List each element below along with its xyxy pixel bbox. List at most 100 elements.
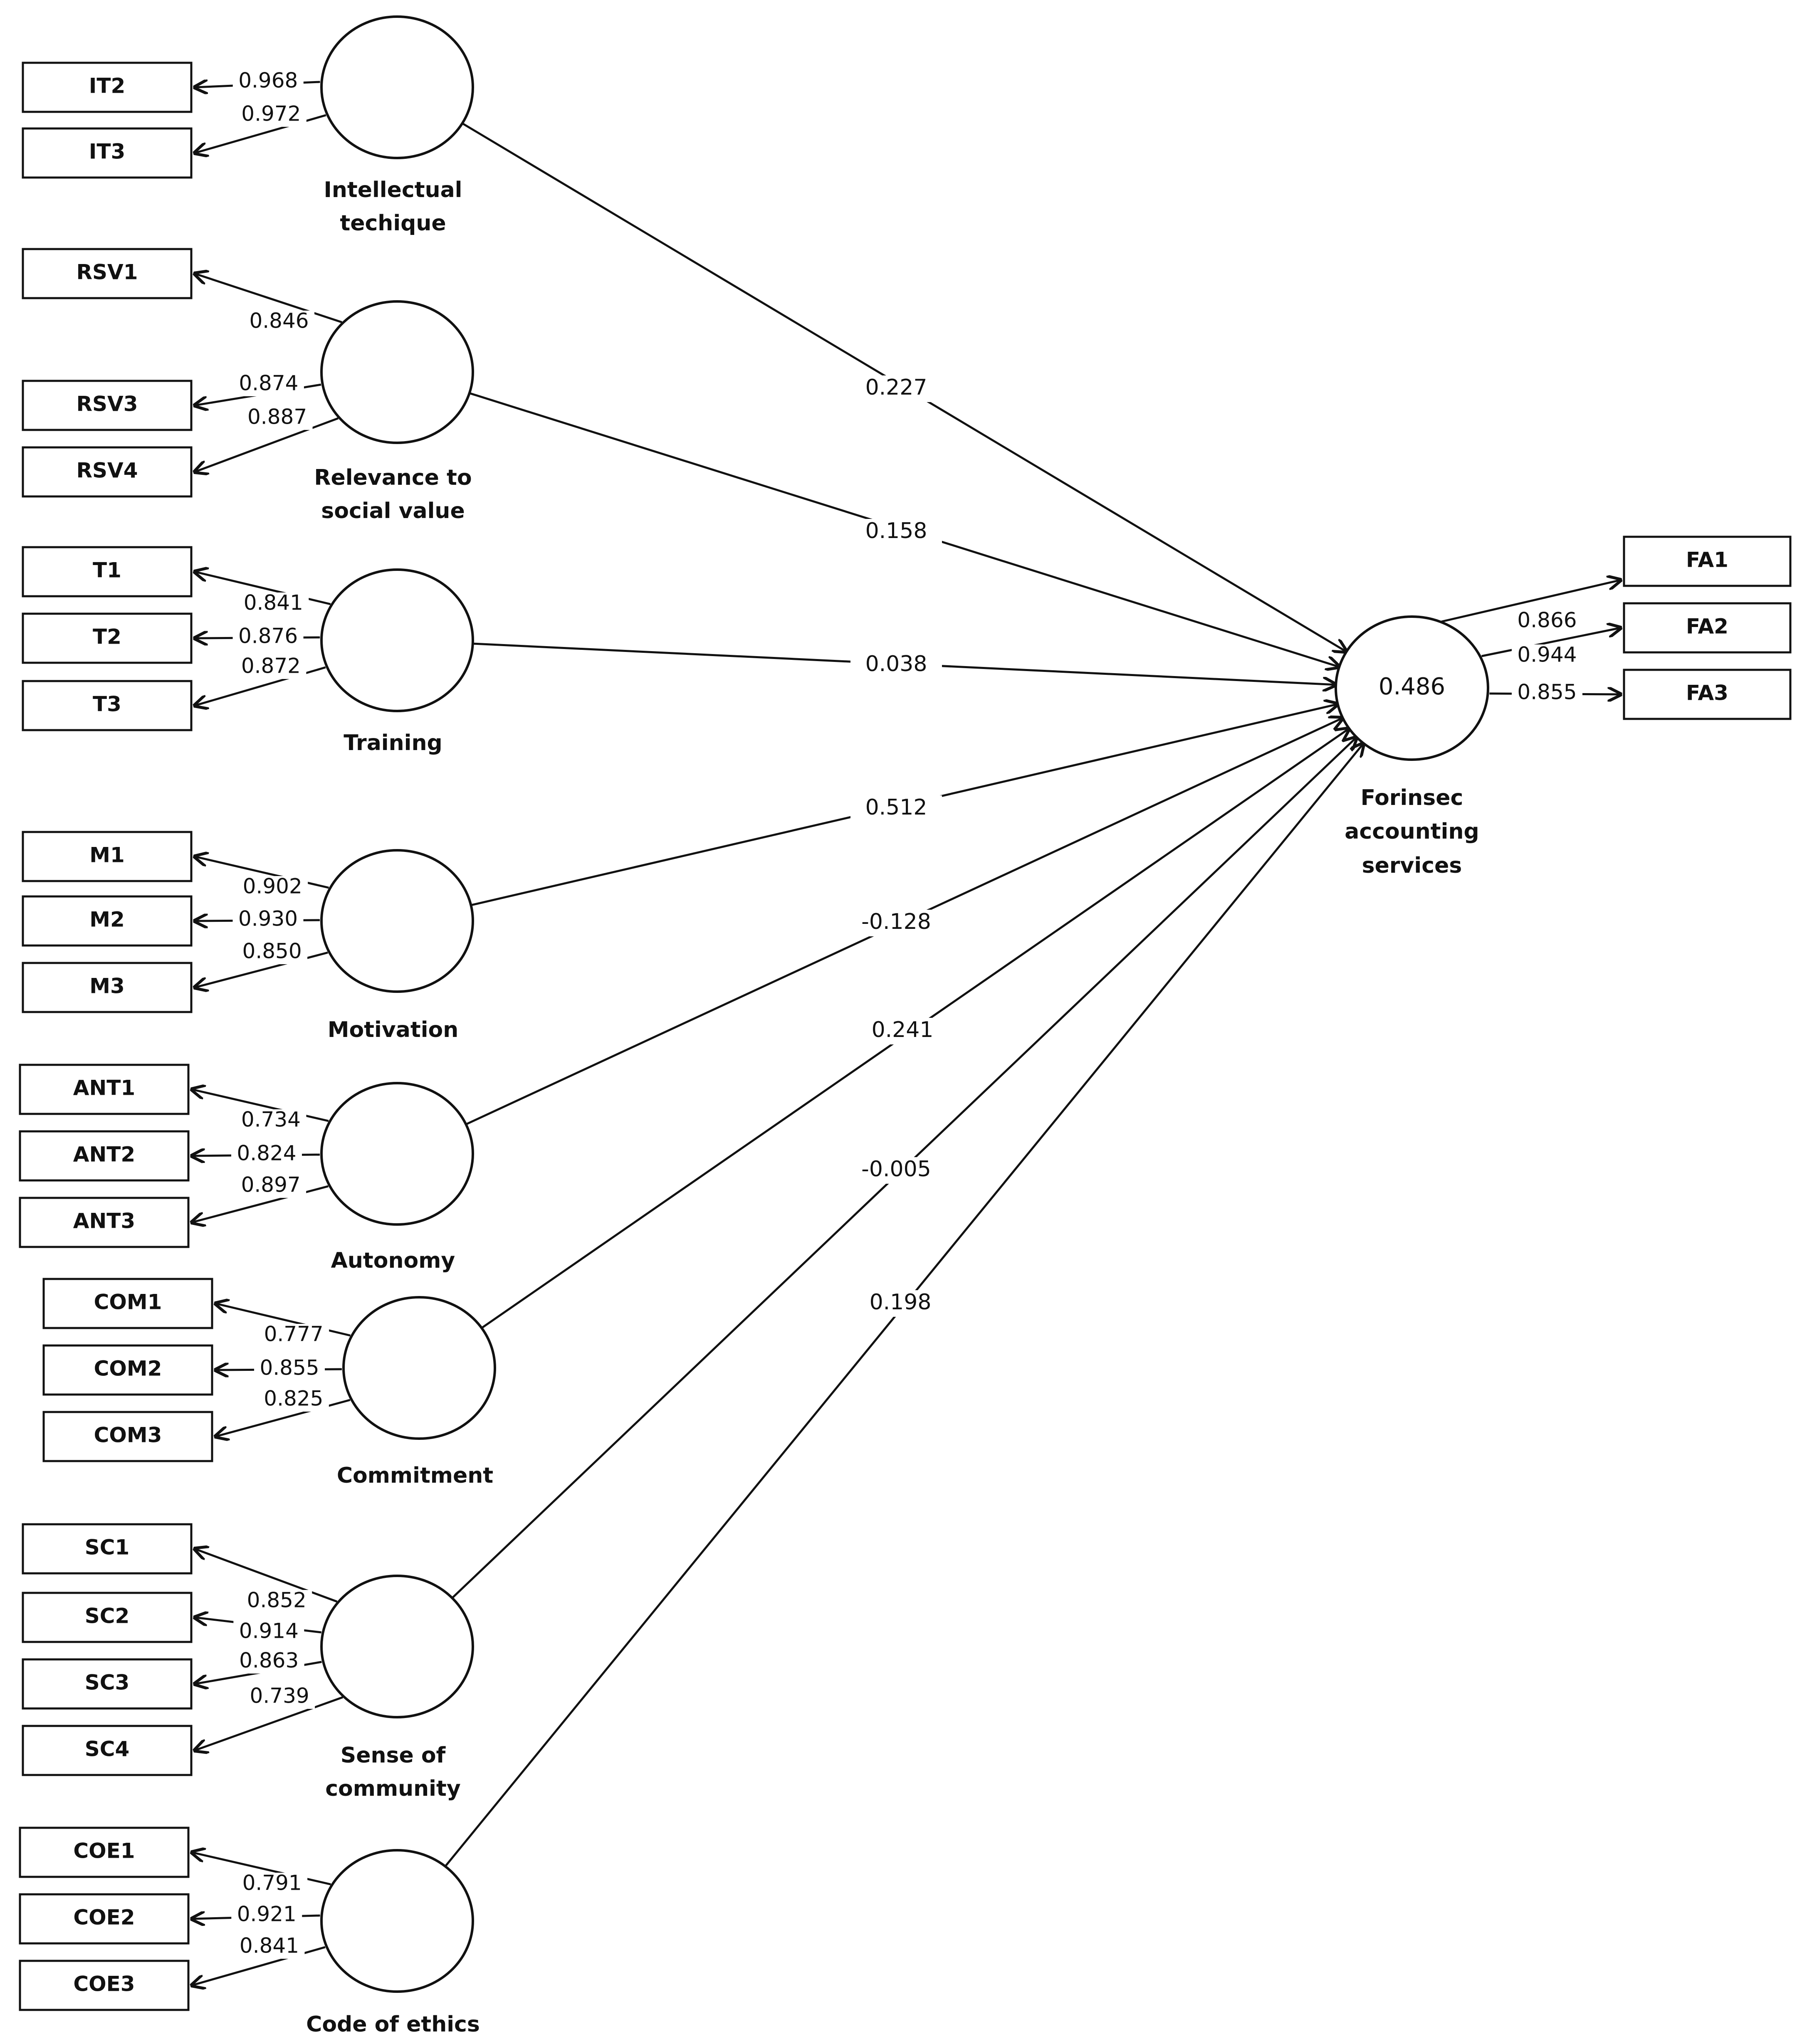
target-loading-bg (1512, 644, 1582, 668)
loading-label-bg (237, 941, 308, 964)
path-coefficient: 0.227 (865, 375, 927, 400)
loading-label-bg (244, 1686, 315, 1709)
construct-label: Relevance to (314, 465, 472, 490)
target-loading-value: 0.944 (1517, 643, 1577, 667)
indicator-box (19, 1197, 190, 1248)
target-indicator-box (1623, 602, 1792, 654)
construct-circle (320, 1082, 474, 1226)
loading-value: 0.972 (241, 102, 301, 126)
loading-label-bg (242, 407, 313, 430)
target-loading-value: 0.855 (1517, 680, 1577, 704)
loading-arrow (195, 417, 339, 472)
path-label-bg (855, 1290, 946, 1317)
loading-value: 0.850 (242, 939, 302, 963)
indicator-box (22, 1523, 193, 1575)
indicator-box (19, 1960, 190, 2011)
path-coefficient: 0.512 (865, 795, 927, 820)
loading-value: 0.824 (237, 1141, 296, 1165)
indicator-box (19, 1893, 190, 1945)
indicator-box (22, 1592, 193, 1643)
indicator-box (22, 248, 193, 299)
loading-value: 0.739 (250, 1684, 309, 1708)
path-label-bg (850, 375, 942, 402)
loading-arrow (195, 274, 342, 323)
construct-circle (320, 568, 474, 712)
loading-value: 0.863 (239, 1649, 299, 1673)
indicator-box (22, 612, 193, 664)
path-coefficient: 0.241 (872, 1017, 934, 1042)
indicator-label: COE3 (73, 1972, 135, 1996)
indicator-label: T1 (93, 558, 121, 583)
indicator-label: M3 (89, 974, 125, 998)
loading-label-bg (235, 1109, 307, 1133)
target-construct-label: Forinsec (1361, 785, 1463, 810)
indicator-label: M1 (89, 843, 125, 867)
path-coefficient: -0.005 (861, 1157, 931, 1182)
indicator-box (22, 831, 193, 882)
path-coefficient: 0.038 (865, 652, 927, 676)
indicator-label: SC2 (85, 1604, 130, 1628)
indicator-box (19, 1064, 190, 1115)
loading-label-bg (244, 311, 315, 334)
indicator-box (19, 1827, 190, 1878)
construct-label: Motivation (328, 1017, 459, 1042)
indicator-label: M2 (89, 908, 125, 932)
path-coefficient: 0.198 (870, 1290, 932, 1315)
loading-label-bg (237, 876, 308, 899)
construct-label: techique (340, 211, 446, 236)
construct-circle (320, 15, 474, 159)
loading-value: 0.914 (239, 1619, 299, 1643)
indicator-box (19, 1130, 190, 1182)
target-indicator-label: FA1 (1686, 548, 1728, 572)
loading-arrow (195, 1549, 338, 1603)
loading-value: 0.902 (243, 874, 302, 899)
indicator-label: COM3 (94, 1423, 162, 1447)
indicator-label: RSV3 (77, 392, 138, 416)
loading-value: 0.841 (244, 591, 303, 615)
loading-label-bg (234, 1935, 305, 1959)
loading-label-bg (258, 1388, 329, 1412)
loading-value: 0.734 (241, 1108, 301, 1132)
indicator-label: RSV1 (77, 260, 138, 284)
loading-value: 0.841 (240, 1934, 299, 1958)
construct-label: Code of ethics (306, 2012, 480, 2037)
construct-label: community (325, 1776, 461, 1801)
target-loading-arrow (1441, 580, 1621, 623)
indicator-box (42, 1411, 213, 1462)
loading-label-bg (232, 70, 304, 94)
indicator-box (22, 546, 193, 597)
path-label-bg (857, 1018, 948, 1044)
loading-value: 0.791 (242, 1871, 302, 1895)
indicator-box (22, 380, 193, 431)
loading-value: 0.825 (264, 1387, 323, 1411)
path-label-bg (850, 1157, 942, 1184)
loading-value: 0.855 (260, 1356, 319, 1380)
path-coefficient: 0.158 (865, 518, 927, 543)
loading-label-bg (232, 626, 304, 649)
construct-label: Sense of (341, 1743, 446, 1768)
indicator-label: T3 (93, 692, 121, 716)
indicator-label: IT3 (89, 140, 126, 164)
path-label-bg (850, 519, 942, 546)
target-indicator-label: FA3 (1686, 681, 1728, 705)
loading-label-bg (258, 1324, 329, 1347)
loading-label-bg (233, 1621, 304, 1644)
construct-circle (320, 300, 474, 444)
path-label-bg (850, 652, 942, 679)
target-loading-bg (1512, 682, 1582, 705)
indicator-box (22, 895, 193, 947)
construct-label: Intellectual (324, 178, 462, 202)
loading-value: 0.968 (238, 69, 298, 93)
indicator-box (22, 127, 193, 179)
path-label-bg (850, 910, 942, 936)
loading-value: 0.874 (239, 371, 298, 395)
loading-label-bg (235, 104, 307, 127)
loading-label-bg (238, 592, 309, 616)
path-coefficient: -0.128 (861, 909, 931, 934)
indicator-box (22, 446, 193, 498)
indicator-label: COM1 (94, 1290, 162, 1314)
target-indicator-box (1623, 536, 1792, 587)
indicator-box (42, 1278, 213, 1329)
